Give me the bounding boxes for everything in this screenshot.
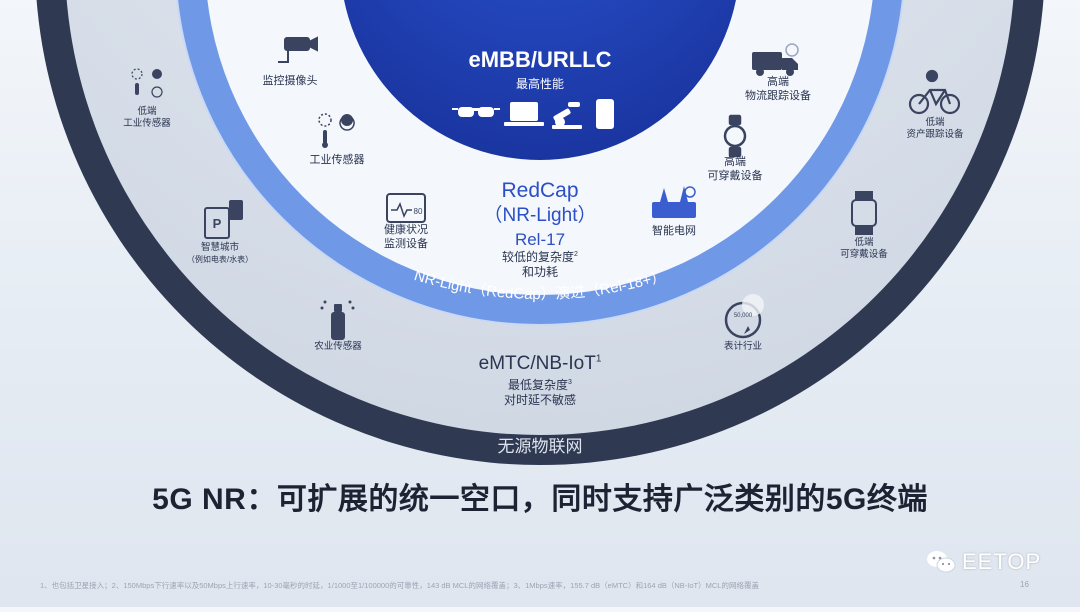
highend-wearable-label-line2: 可穿戴设备 [707,169,763,182]
emtc-title-footnote-ref: 1 [595,353,602,365]
passive-iot-label: 无源物联网 [497,437,583,456]
metering-label: 表计行业 [723,341,762,352]
evolution-ring-edge [176,0,904,326]
footnote: 1、也包括卫星接入；2、150Mbps下行速率以及50Mbps上行速率，10-3… [40,581,759,590]
emtc-desc-footnote-ref: 3 [568,379,572,386]
agri-sensor-label: 农业传感器 [314,341,362,352]
brand-watermark: EETOP [926,545,1041,579]
redcap-release: Rel-17 [514,230,566,249]
redcap-desc-line2: 和功耗 [521,265,558,279]
lowend-asset-label-line2: 资产跟踪设备 [906,128,964,140]
lowend-industrial-label-line1: 低端 [137,106,157,117]
slide-headline: 5G NR：可扩展的统一空口，同时支持广泛类别的5G终端 [152,483,928,516]
ar-glasses-icon [452,107,500,117]
lowend-wearable-label: 低端 可穿戴设备 [828,237,900,261]
page-number: 16 [1020,580,1029,589]
highend-logistics-label: 高端 物流跟踪设备 [728,76,828,104]
meter-display: 50,000 [734,313,753,319]
smart-grid-label: 智能电网 [652,225,696,237]
agri-sensor-icon [320,300,355,340]
smartwatch-icon [723,114,747,158]
brand-text: EETOP [962,549,1042,574]
redcap-desc: 较低的复杂度2 和功耗 [460,250,620,280]
surveillance-camera-label: 监控摄像头 [262,75,318,87]
emtc-desc-line2: 对时延不敏感 [503,393,576,407]
redcap-desc-line1: 较低的复杂度 [502,250,575,264]
emtc-desc-line1: 最低复杂度 [508,378,569,392]
lowend-industrial-sensor-icon [131,68,163,98]
highend-logistics-label-line2: 物流跟踪设备 [745,89,811,102]
lowend-industrial-label: 低端 工业传感器 [112,106,182,130]
core-circle [344,0,736,160]
industrial-sensor-icon [318,113,355,148]
laptop-icon [504,102,544,126]
redcap-subtitle: （NR-Light） [483,205,597,226]
lowend-wearable-icon [851,191,877,235]
health-monitor-reading: 80 [414,207,423,216]
robot-arm-icon [552,102,582,129]
bicycle-asset-icon [908,69,961,115]
health-monitor-label-line2: 监测设备 [384,237,428,250]
health-monitor-icon [386,193,426,223]
health-monitor-label-line1: 健康状况 [384,224,428,236]
highend-wearable-label: 高端 可穿戴设备 [690,156,780,184]
logistics-truck-icon [752,43,799,76]
surveillance-camera-icon [278,36,318,63]
smart-city-label-line2: （例如电表/水表） [186,254,254,264]
tablet-icon [596,99,614,129]
core-title: eMBB/URLLC [468,47,612,72]
highend-logistics-label-line1: 高端 [767,76,789,88]
redcap-desc-footnote-ref: 2 [574,251,578,258]
core-device-icons [452,99,614,129]
smart-city-label-line1: 智慧城市 [200,242,239,253]
smart-city-label: 智慧城市 （例如电表/水表） [170,242,270,266]
wechat-icon [927,551,956,573]
lowend-wearable-label-line2: 可穿戴设备 [840,248,888,260]
emtc-title-text: eMTC/NB-IoT [478,353,596,374]
lowend-asset-label-line1: 低端 [925,117,945,128]
core-subtitle: 最高性能 [515,77,564,91]
emtc-desc: 最低复杂度3 对时延不敏感 [460,378,620,408]
lowend-industrial-label-line2: 工业传感器 [123,117,171,129]
industrial-sensor-label: 工业传感器 [309,154,365,166]
highend-wearable-label-line1: 高端 [724,156,746,168]
smart-meter-icon: P [204,200,243,239]
lowend-asset-label: 低端 资产跟踪设备 [895,117,975,141]
emtc-title: eMTC/NB-IoT1 [440,352,640,376]
health-monitor-label: 健康状况 监测设备 [366,224,446,252]
svg-text:P: P [213,216,222,231]
smart-grid-icon [652,186,696,218]
meter-gauge-icon [724,294,764,339]
redcap-title: RedCap [501,179,579,202]
lowend-wearable-label-line1: 低端 [854,237,874,248]
